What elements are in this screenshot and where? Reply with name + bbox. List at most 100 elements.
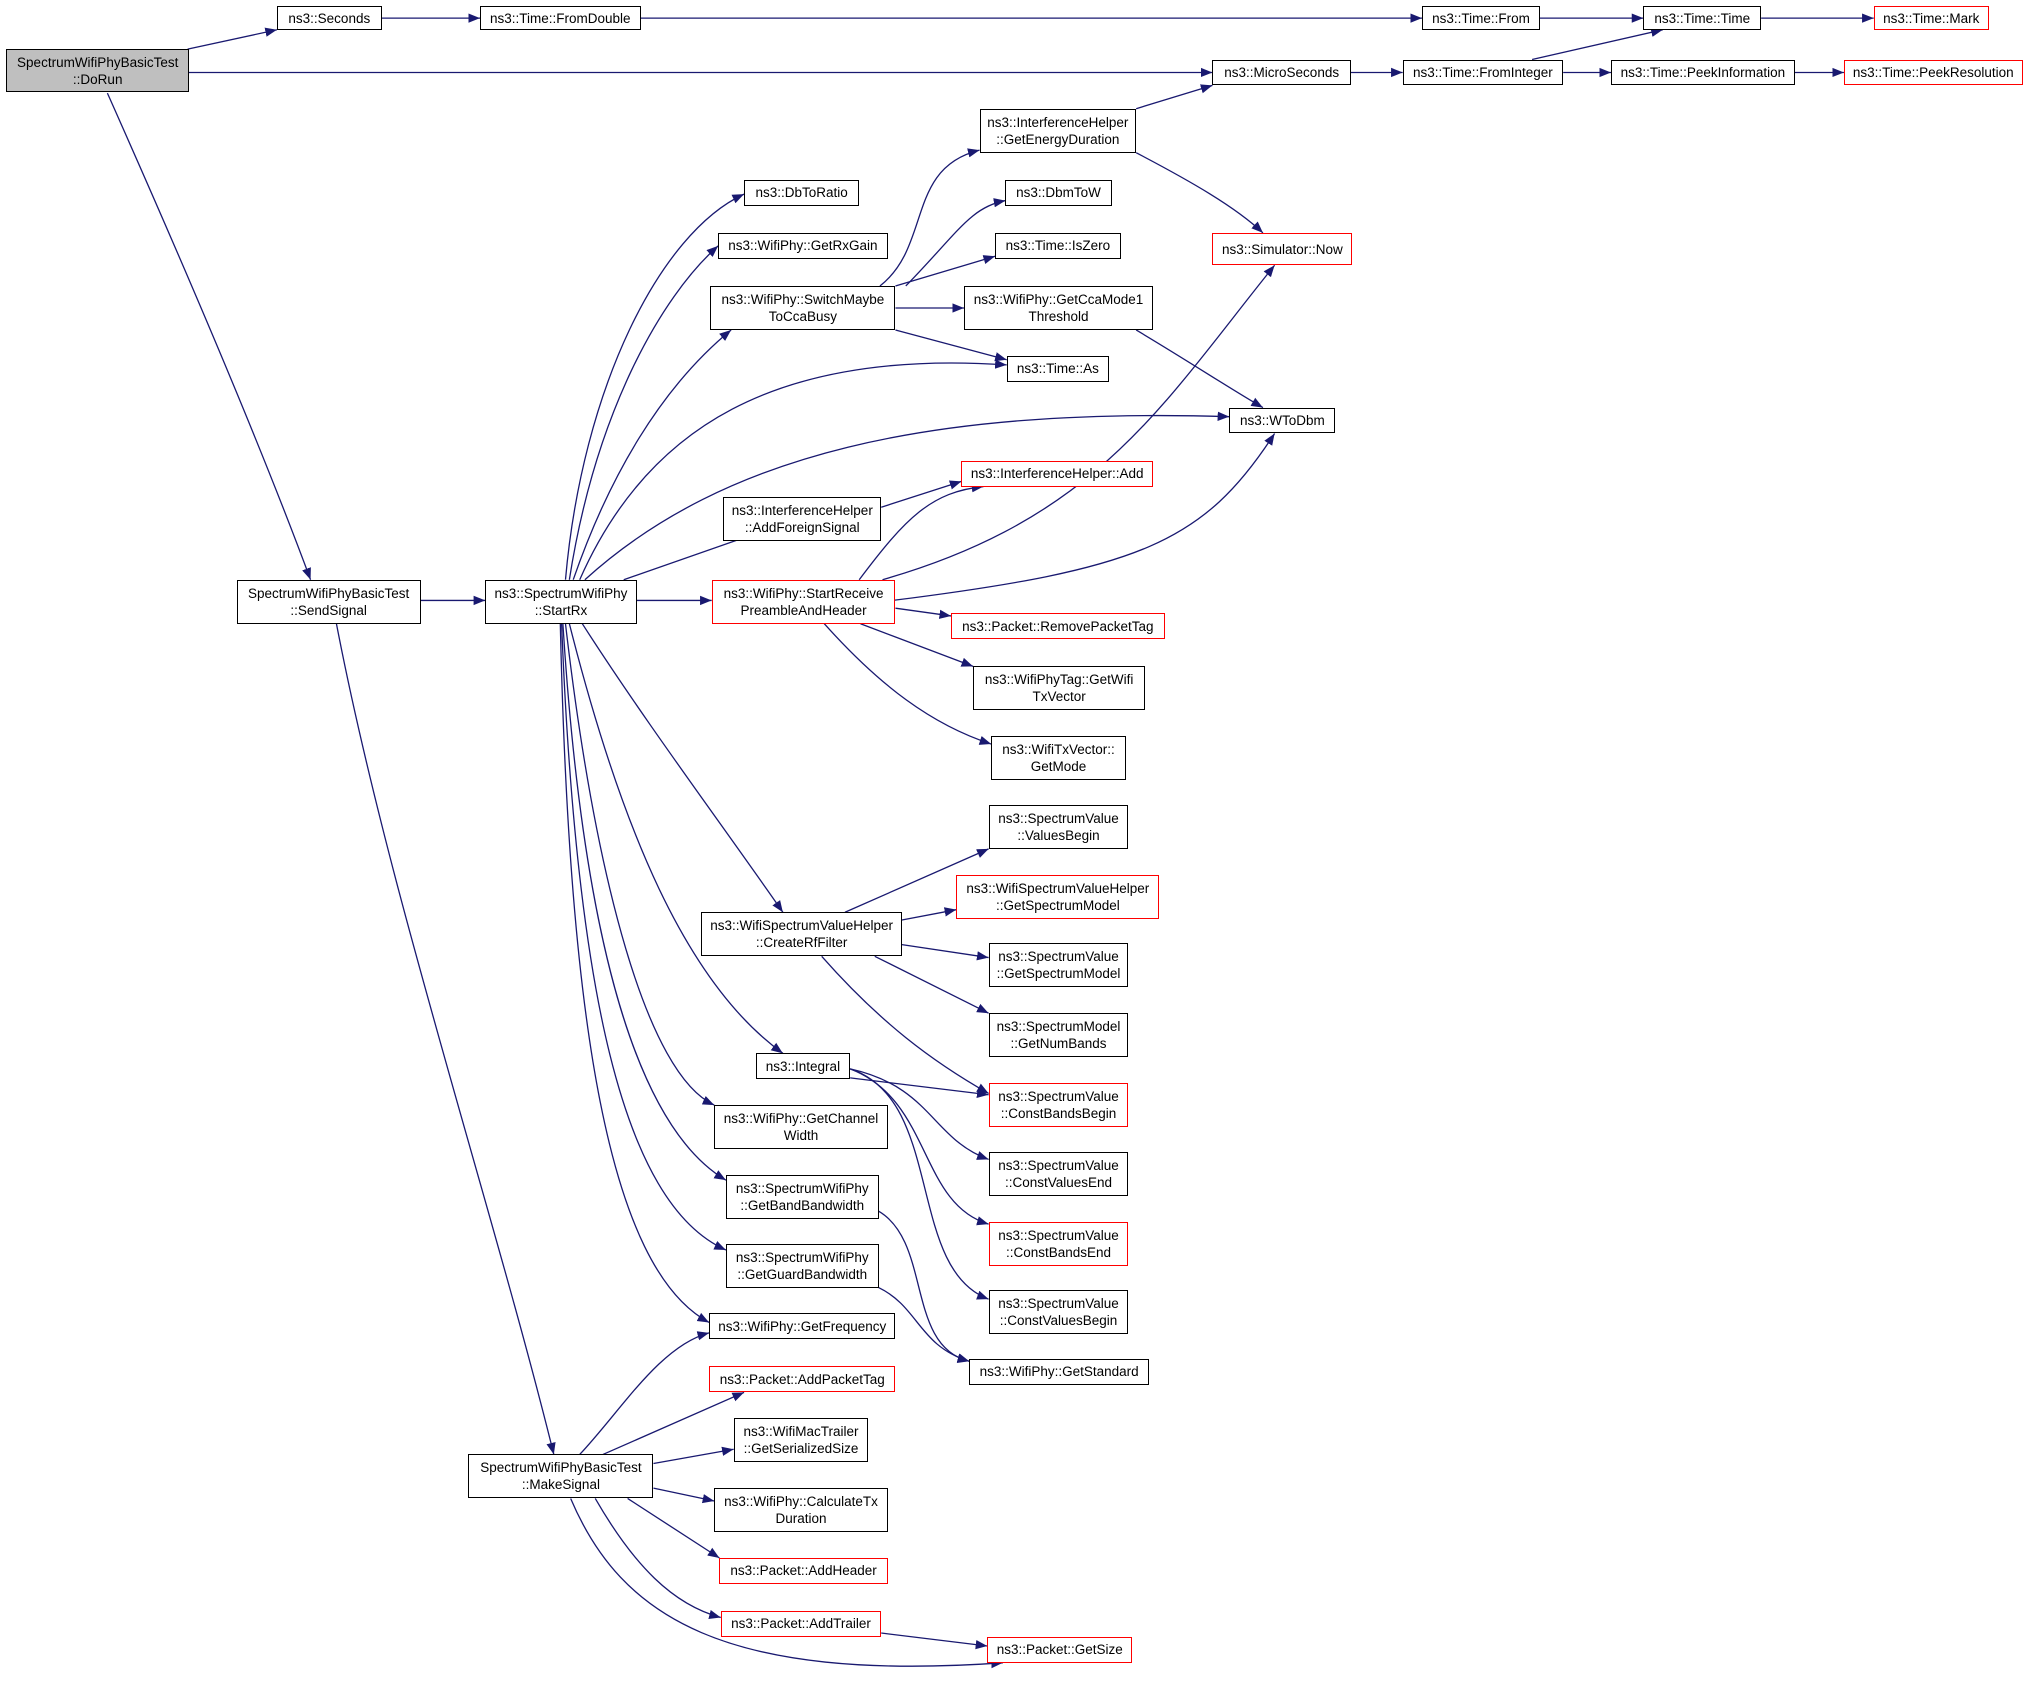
- edge-switchmaybe-to-dbmtow: [905, 198, 1006, 287]
- node-startrx[interactable]: ns3::SpectrumWifiPhy::StartRx: [485, 579, 637, 624]
- node-simnow[interactable]: ns3::Simulator::Now: [1212, 232, 1353, 266]
- node-label-line: ::StartRx: [534, 602, 588, 618]
- node-label-line: SpectrumWifiPhyBasicTest: [17, 54, 179, 70]
- node-addtrailer[interactable]: ns3::Packet::AddTrailer: [720, 1611, 882, 1637]
- node-sendsignal[interactable]: SpectrumWifiPhyBasicTest::SendSignal: [236, 579, 421, 624]
- node-svmodel[interactable]: ns3::SpectrumValue::GetSpectrumModel: [988, 943, 1129, 988]
- edge-makesignal-to-getsize: [570, 1498, 1003, 1669]
- node-getrxgain[interactable]: ns3::WifiPhy::GetRxGain: [718, 232, 888, 259]
- node-cbend[interactable]: ns3::SpectrumValue::ConstBandsEnd: [988, 1221, 1129, 1266]
- node-timetime[interactable]: ns3::Time::Time: [1643, 6, 1762, 30]
- node-wsvhmodel[interactable]: ns3::WifiSpectrumValueHelper::GetSpectru…: [956, 874, 1160, 919]
- node-label-line: ns3::Packet::GetSize: [996, 1642, 1123, 1658]
- node-isyzero[interactable]: ns3::Time::IsZero: [995, 232, 1121, 259]
- node-createrf[interactable]: ns3::WifiSpectrumValueHelper::CreateRfFi…: [701, 912, 902, 957]
- edge-createrf-to-valuesbegin: [844, 848, 989, 913]
- node-seconds[interactable]: ns3::Seconds: [276, 6, 382, 30]
- node-addforeign[interactable]: ns3::InterferenceHelper::AddForeignSigna…: [723, 496, 882, 541]
- node-label-line: ns3::SpectrumWifiPhy: [735, 1180, 869, 1196]
- node-label-line: ::ConstValuesEnd: [1004, 1174, 1113, 1190]
- node-addheader[interactable]: ns3::Packet::AddHeader: [719, 1557, 888, 1584]
- node-valuesbegin[interactable]: ns3::SpectrumValue::ValuesBegin: [988, 804, 1129, 849]
- node-txvecmode[interactable]: ns3::WifiTxVector::GetMode: [991, 736, 1126, 781]
- node-label-line: ns3::InterferenceHelper::Add: [970, 466, 1144, 482]
- node-getstd[interactable]: ns3::WifiPhy::GetStandard: [969, 1358, 1150, 1385]
- node-label-line: ns3::WifiPhy::SwitchMaybe: [721, 291, 885, 307]
- node-label-line: ns3::Seconds: [288, 10, 371, 26]
- node-timeas[interactable]: ns3::Time::As: [1006, 355, 1109, 382]
- node-label-line: ns3::WifiPhy::GetRxGain: [728, 238, 878, 254]
- node-energydur[interactable]: ns3::InterferenceHelper::GetEnergyDurati…: [979, 108, 1137, 153]
- node-dbmtow[interactable]: ns3::DbmToW: [1005, 179, 1112, 206]
- node-label-line: ns3::SpectrumValue: [998, 810, 1119, 826]
- node-frominteger[interactable]: ns3::Time::FromInteger: [1402, 59, 1564, 86]
- node-label-line: ns3::Packet::RemovePacketTag: [962, 618, 1154, 634]
- edge-group: [106, 13, 1874, 1669]
- node-label-line: ns3::Integral: [765, 1058, 841, 1074]
- edge-createrf-to-wsvhmodel: [901, 907, 957, 921]
- node-addpkttag[interactable]: ns3::Packet::AddPacketTag: [709, 1366, 896, 1393]
- node-makesignal[interactable]: SpectrumWifiPhyBasicTest::MakeSignal: [468, 1454, 654, 1499]
- edge-startrx-to-dbtoratio: [564, 193, 745, 580]
- node-cvbegin[interactable]: ns3::SpectrumValue::ConstValuesBegin: [988, 1290, 1129, 1335]
- node-label-line: ns3::Simulator::Now: [1221, 241, 1343, 257]
- node-integral[interactable]: ns3::Integral: [755, 1053, 851, 1080]
- node-numbands[interactable]: ns3::SpectrumModel::GetNumBands: [988, 1013, 1129, 1058]
- node-dorun[interactable]: SpectrumWifiPhyBasicTest::DoRun: [6, 49, 189, 92]
- node-label-line: ::GetSpectrumModel: [996, 966, 1121, 982]
- edge-sendsignal-to-makesignal: [335, 623, 556, 1455]
- node-label-line: Threshold: [1028, 308, 1089, 324]
- node-label-line: ns3::WifiSpectrumValueHelper: [966, 880, 1150, 896]
- node-label-line: ::AddForeignSignal: [744, 519, 860, 535]
- node-timefrom[interactable]: ns3::Time::From: [1422, 6, 1540, 30]
- node-cvend[interactable]: ns3::SpectrumValue::ConstValuesEnd: [988, 1151, 1129, 1196]
- node-mactrailer[interactable]: ns3::WifiMacTrailer::GetSerializedSize: [733, 1418, 869, 1463]
- node-peekres[interactable]: ns3::Time::PeekResolution: [1843, 59, 2023, 86]
- edge-startrx-to-switchmaybe: [572, 329, 732, 580]
- edge-dorun-to-seconds: [187, 27, 278, 50]
- edge-createrf-to-cbbegin: [821, 955, 989, 1094]
- edge-makesignal-to-addtrailer: [594, 1498, 721, 1619]
- edge-makesignal-to-addpkttag: [602, 1391, 745, 1456]
- node-removetag[interactable]: ns3::Packet::RemovePacketTag: [951, 613, 1165, 640]
- node-bandbw[interactable]: ns3::SpectrumWifiPhy::GetBandBandwidth: [725, 1174, 879, 1219]
- node-getsize[interactable]: ns3::Packet::GetSize: [987, 1636, 1133, 1663]
- node-peekinfo[interactable]: ns3::Time::PeekInformation: [1611, 59, 1795, 86]
- node-label-line: ::ValuesBegin: [1017, 827, 1100, 843]
- edge-startrecv-to-removetag: [895, 607, 952, 619]
- edge-startrx-to-guardbw: [560, 623, 727, 1251]
- node-label-line: Width: [783, 1128, 819, 1144]
- node-microseconds[interactable]: ns3::MicroSeconds: [1212, 59, 1351, 86]
- edge-bandbw-to-getstd: [878, 1210, 970, 1364]
- node-ihadd[interactable]: ns3::InterferenceHelper::Add: [961, 460, 1153, 487]
- node-label-line: ns3::Packet::AddHeader: [730, 1563, 877, 1579]
- node-label-line: ns3::Time::FromInteger: [1413, 64, 1553, 80]
- node-cbbegin[interactable]: ns3::SpectrumValue::ConstBandsBegin: [988, 1083, 1129, 1128]
- node-timemark[interactable]: ns3::Time::Mark: [1873, 6, 1989, 30]
- node-guardbw[interactable]: ns3::SpectrumWifiPhy::GetGuardBandwidth: [725, 1243, 879, 1288]
- edge-makesignal-to-addheader: [627, 1497, 720, 1559]
- node-label-line: ns3::DbToRatio: [755, 185, 848, 201]
- node-wtodbm[interactable]: ns3::WToDbm: [1229, 407, 1336, 434]
- node-label-line: ::GetEnergyDuration: [996, 131, 1120, 147]
- node-label-line: ns3::SpectrumWifiPhy: [494, 585, 628, 601]
- node-label-line: ::ConstBandsBegin: [1000, 1106, 1117, 1122]
- node-label-line: ns3::Packet::AddPacketTag: [719, 1371, 885, 1387]
- node-getfreq[interactable]: ns3::WifiPhy::GetFrequency: [709, 1313, 896, 1340]
- edge-switchmaybe-to-timeas: [895, 329, 1007, 362]
- node-label-line: ::ConstValuesBegin: [999, 1313, 1118, 1329]
- node-label-line: ::MakeSignal: [521, 1477, 600, 1493]
- edge-makesignal-to-mactrailer: [653, 1446, 734, 1465]
- node-label-line: Duration: [775, 1511, 827, 1527]
- node-label-line: ::CreateRfFilter: [755, 935, 848, 951]
- node-dbtoratio[interactable]: ns3::DbToRatio: [744, 179, 860, 206]
- node-fromdouble[interactable]: ns3::Time::FromDouble: [480, 6, 641, 30]
